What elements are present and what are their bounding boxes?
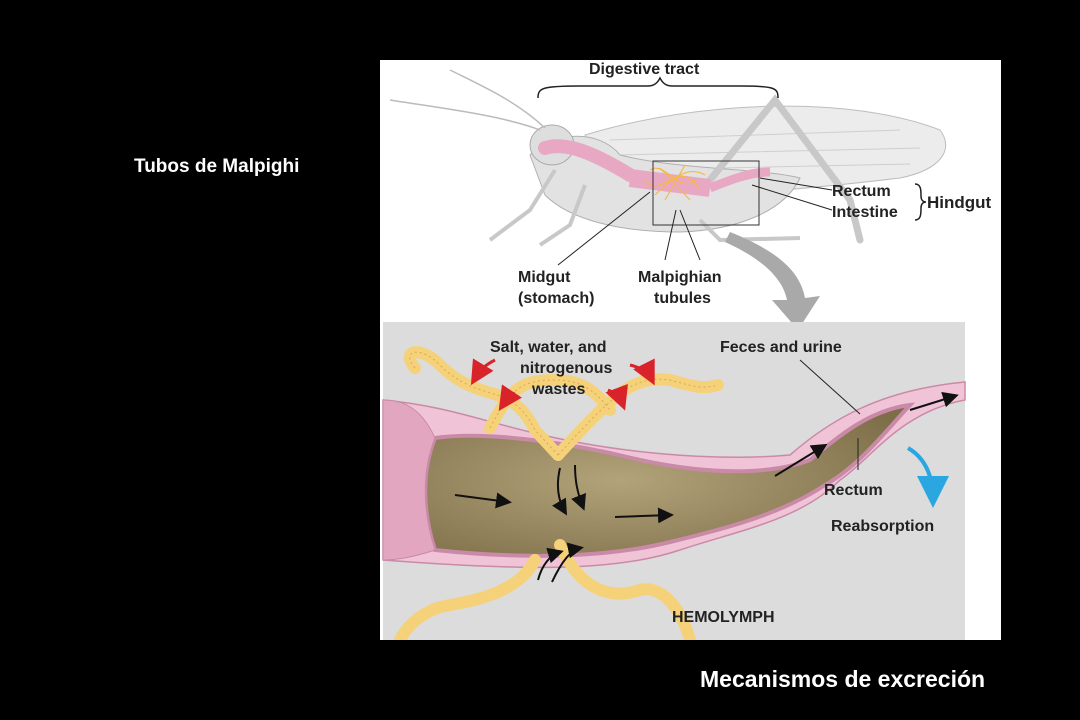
label-malpighian-tubules: tubules	[654, 290, 711, 307]
label-intestine: Intestine	[832, 204, 898, 221]
label-midgut-stomach: (stomach)	[518, 290, 594, 307]
label-hemolymph: HEMOLYMPH	[672, 609, 775, 626]
label-nitrogenous: nitrogenous	[520, 360, 613, 377]
label-digestive-tract: Digestive tract	[589, 61, 700, 78]
slide-caption: Mecanismos de excreción	[700, 666, 986, 692]
label-rectum-bottom: Rectum	[824, 482, 883, 499]
label-hindgut: Hindgut	[927, 193, 992, 212]
label-salt-water: Salt, water, and	[490, 339, 606, 356]
grasshopper-illustration	[389, 69, 947, 330]
label-midgut: Midgut	[518, 269, 571, 286]
label-feces-urine: Feces and urine	[720, 339, 842, 356]
excretion-diagram: Digestive tract Rectum Intestine Hindgut…	[380, 60, 1001, 640]
label-wastes: wastes	[531, 381, 585, 398]
hemolymph-panel	[382, 322, 966, 640]
label-rectum-top: Rectum	[832, 183, 891, 200]
label-reabsorption: Reabsorption	[831, 518, 934, 535]
label-malpighian: Malpighian	[638, 269, 722, 286]
slide-title: Tubos de Malpighi	[134, 156, 300, 177]
diagram-svg: Digestive tract Rectum Intestine Hindgut…	[382, 61, 992, 640]
